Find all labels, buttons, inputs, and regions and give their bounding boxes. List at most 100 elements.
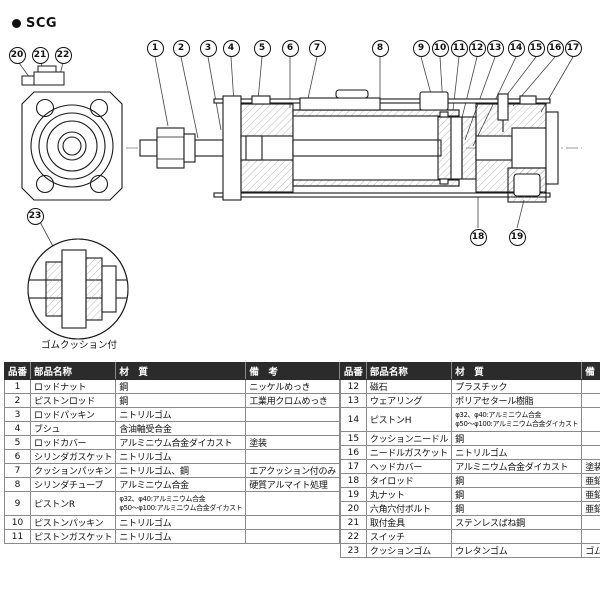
cushion-detail-view (27, 238, 129, 340)
callout-balloon-6: 6 (281, 39, 299, 57)
callout-balloon-3: 3 (199, 39, 217, 57)
cell-part-number: 10 (3, 515, 32, 530)
cell-note (581, 529, 600, 544)
cell-part-name: クッションゴム (365, 543, 453, 558)
cell-part-name: ピストンパッキン (30, 515, 117, 530)
cell-material: 鋼 (451, 501, 583, 516)
cell-note (581, 431, 600, 446)
cushion-rubber (45, 261, 63, 317)
piston-h (461, 116, 477, 180)
piston-rod (194, 139, 224, 157)
piston-r (437, 116, 452, 180)
bullet-icon (12, 19, 21, 28)
cell-note: エアクッション付のみ (245, 463, 340, 478)
cell-material: ニトリルゴム (115, 515, 247, 530)
parts-table-row: 20六角穴付ボルト鋼亜鉛クロメート処理 (339, 501, 600, 516)
callout-balloon-8: 8 (371, 39, 389, 57)
cell-note (581, 445, 600, 460)
piston-packing-top (439, 111, 449, 118)
cell-part-name: シリンダチューブ (30, 477, 117, 492)
cell-part-number: 13 (339, 393, 367, 408)
head-side-port (519, 95, 537, 105)
cell-part-name: 丸ナット (365, 487, 453, 502)
cell-part-name: タイロッド (365, 473, 453, 488)
callout-balloon-17: 17 (564, 39, 582, 57)
cell-material: ニトリルゴム (451, 445, 583, 460)
cell-note (245, 407, 340, 422)
cell-note: 亜鉛クロメート処理 (581, 501, 600, 516)
cell-part-number: 23 (339, 543, 367, 558)
callout-balloon-12: 12 (468, 39, 486, 57)
cell-part-name: 磁石 (365, 379, 453, 394)
cell-material: アルミニウム合金ダイカスト (451, 459, 583, 474)
cell-material: ニトリルゴム (115, 529, 247, 544)
column-header-note: 備 考 (581, 362, 600, 380)
series-title: SCG (12, 16, 57, 31)
cell-note (245, 491, 340, 516)
cell-part-number: 2 (3, 393, 32, 408)
cell-material: ニトリルゴム、鋼 (115, 463, 247, 478)
cell-part-number: 14 (339, 407, 367, 432)
tie-rod-bottom (213, 192, 551, 198)
material-line-1: φ32、φ40:アルミニウム合金 (455, 410, 542, 419)
column-header-note: 備 考 (245, 362, 340, 380)
cell-material: 鋼 (451, 473, 583, 488)
cell-part-number: 8 (3, 477, 32, 492)
cell-note (581, 407, 600, 432)
bushing (245, 135, 263, 161)
cell-part-name: シリンダガスケット (30, 449, 117, 464)
cell-material: ポリアセタール樹脂 (451, 393, 583, 408)
cell-part-number: 3 (3, 407, 32, 422)
piston-packing-bottom (439, 178, 449, 185)
side-section-view (139, 89, 559, 203)
head-end-plate (545, 111, 559, 185)
column-header-material: 材 質 (115, 362, 247, 380)
column-header-part-name: 部品名称 (30, 362, 117, 380)
callout-balloon-5: 5 (253, 39, 271, 57)
callout-balloon-22: 22 (54, 46, 72, 64)
cell-material: ニトリルゴム (115, 449, 247, 464)
cell-note (245, 515, 340, 530)
callout-balloon-9: 9 (412, 39, 430, 57)
cell-part-name: ウェアリング (365, 393, 453, 408)
switch-body-2 (419, 91, 449, 111)
cell-material: 鋼 (115, 379, 247, 394)
cell-part-name: ピストンガスケット (30, 529, 117, 544)
column-header-material: 材 質 (451, 362, 583, 380)
callout-balloon-15: 15 (527, 39, 545, 57)
cylinder-cross-section-drawing (18, 56, 582, 340)
cell-note (245, 529, 340, 544)
parts-table-row: 17ヘッドカバーアルミニウム合金ダイカスト塗装 (339, 459, 600, 474)
cell-note: 塗装 (245, 435, 340, 450)
cell-note: 硬質アルマイト処理 (245, 477, 340, 492)
cell-part-number: 11 (3, 529, 32, 544)
cell-note: 工業用クロムめっき (245, 393, 340, 408)
cell-part-number: 9 (3, 491, 32, 516)
cell-part-number: 1 (3, 379, 32, 394)
cell-part-number: 22 (339, 529, 367, 544)
cell-material: ニトリルゴム (115, 407, 247, 422)
cell-part-number: 12 (339, 379, 367, 394)
cell-material: 含油軸受合金 (115, 421, 247, 436)
cell-part-number: 6 (3, 449, 32, 464)
cell-part-name: ニードルガスケット (365, 445, 453, 460)
cell-part-number: 5 (3, 435, 32, 450)
